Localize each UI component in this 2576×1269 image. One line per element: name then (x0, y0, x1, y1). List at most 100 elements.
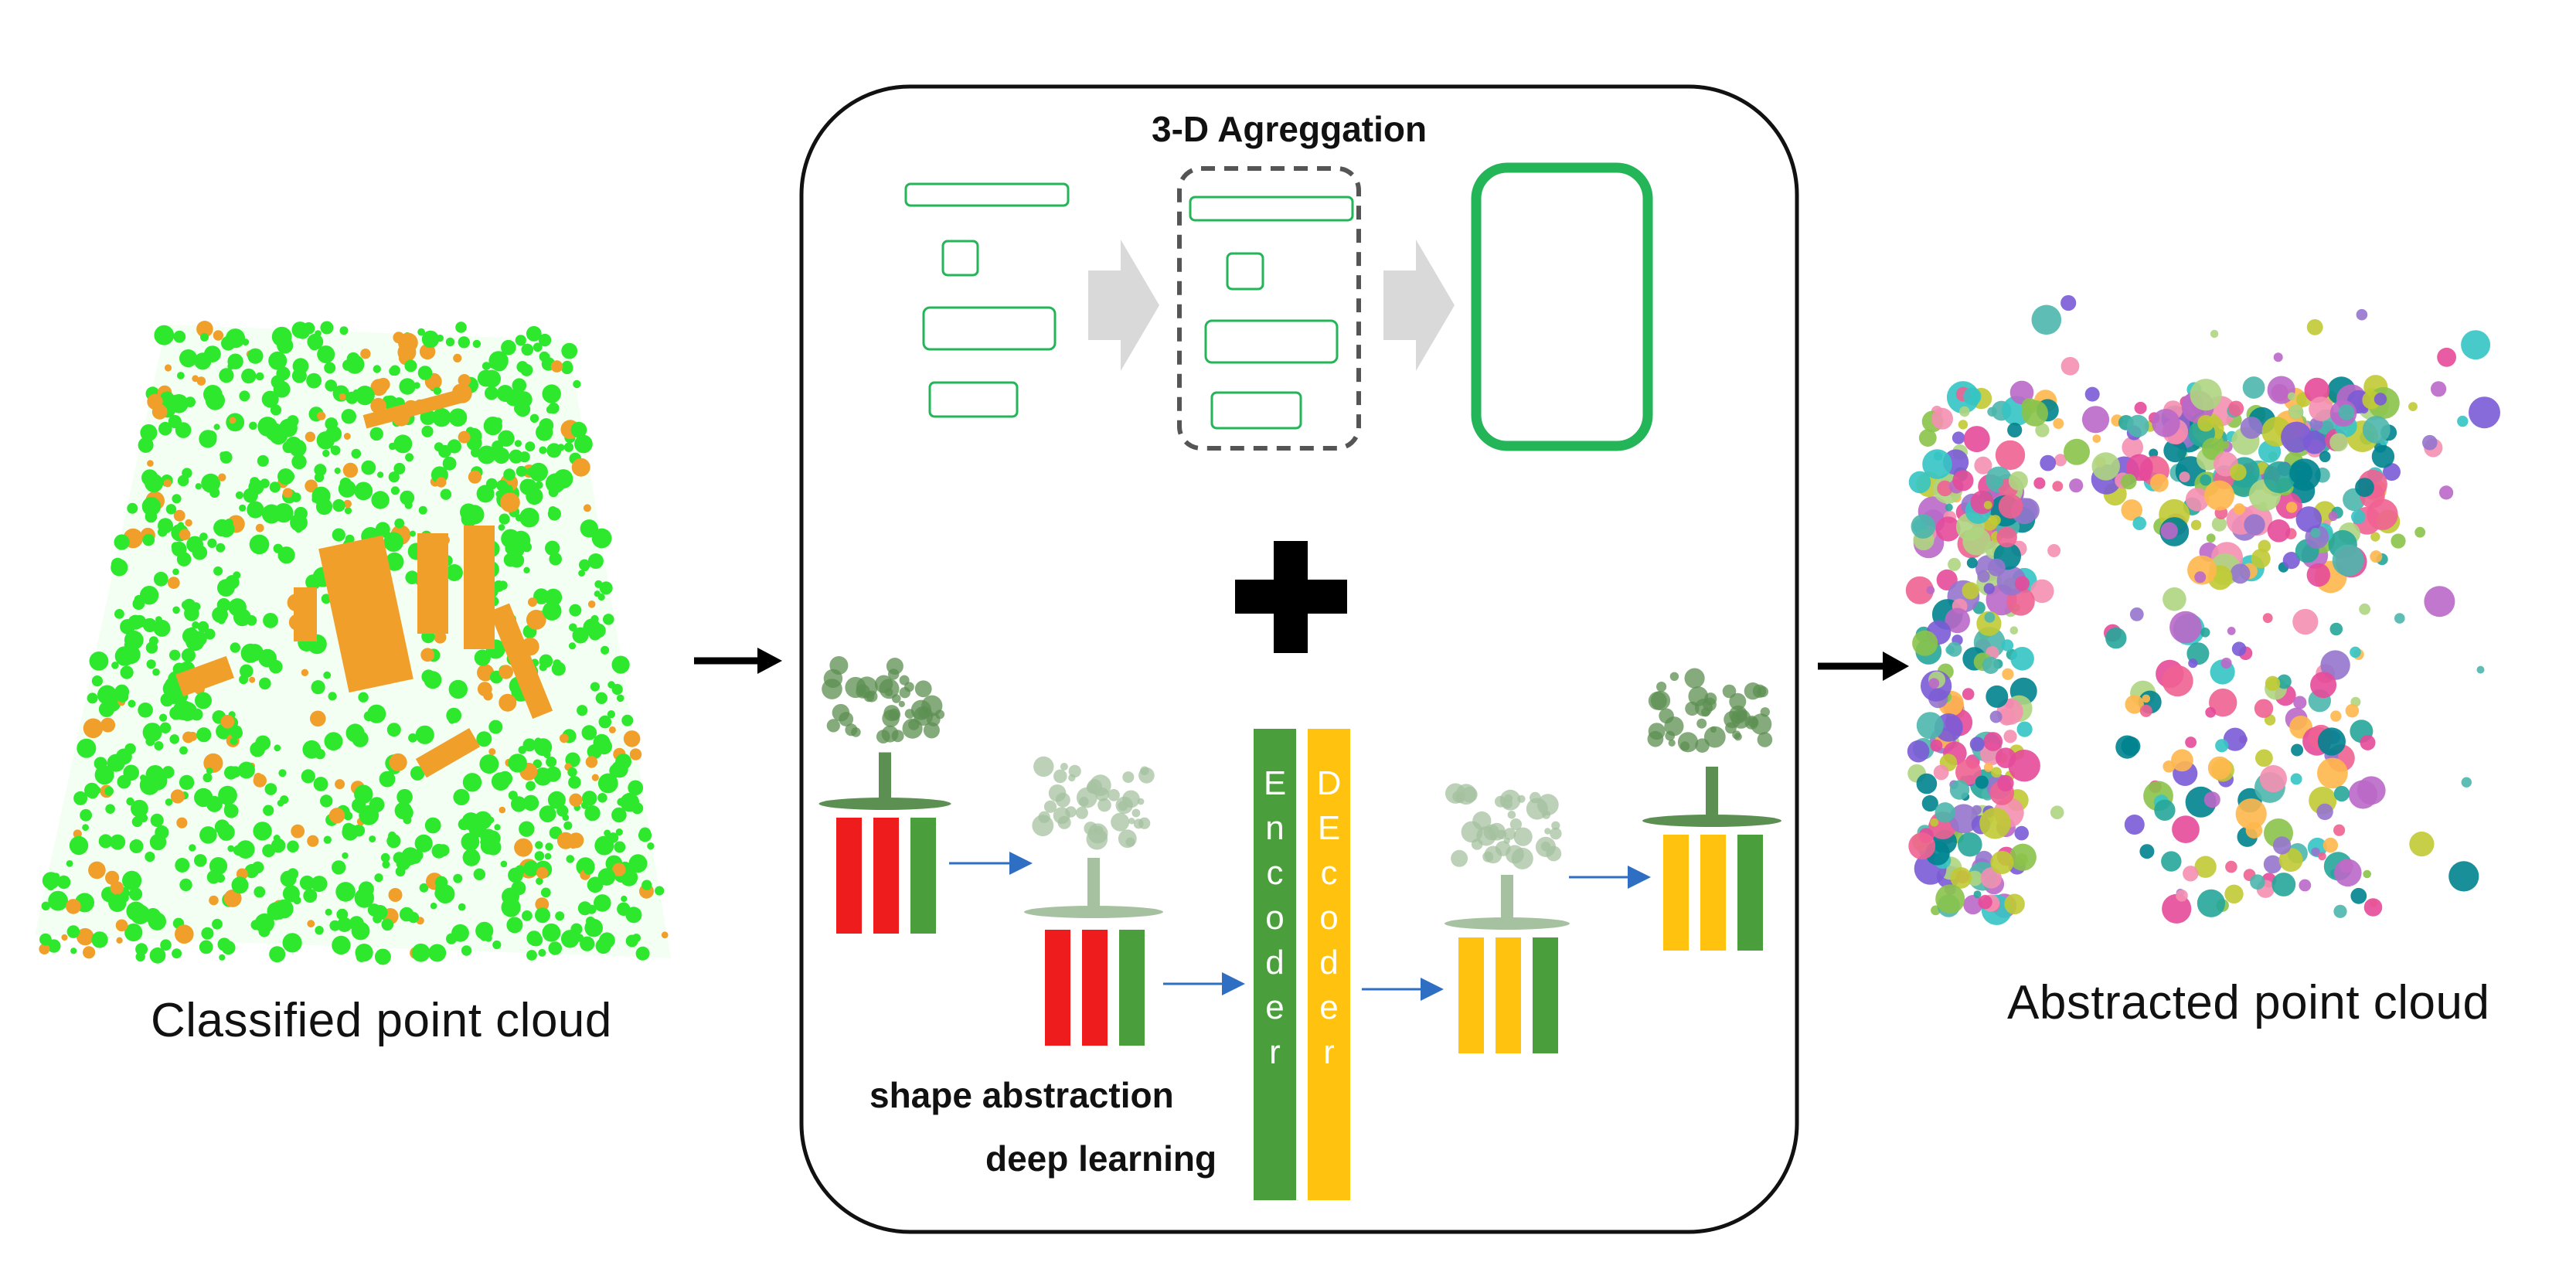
abstracted-point (2235, 798, 2267, 830)
cloud-point (559, 733, 569, 743)
abstracted-point (1947, 641, 1962, 657)
cloud-point (525, 441, 536, 452)
cloud-point (398, 332, 418, 353)
abstracted-point (1962, 582, 1979, 600)
cloud-point (539, 805, 556, 823)
cloud-point (111, 557, 124, 571)
tree-foliage (1482, 851, 1494, 862)
abstracted-point (2185, 487, 2210, 512)
cloud-point (410, 766, 425, 781)
cloud-point (339, 326, 349, 335)
abstracted-point (2356, 308, 2368, 321)
cloud-point (165, 686, 184, 704)
abstracted-point (2185, 737, 2197, 748)
cloud-point (522, 738, 536, 752)
cloud-point (69, 835, 89, 856)
cloud-point (154, 325, 175, 345)
cloud-point (374, 948, 391, 965)
cloud-point (246, 644, 264, 662)
tree-foliage (1455, 793, 1465, 804)
tree-ground (1445, 917, 1570, 930)
tree-foliage (1536, 794, 1559, 816)
tree-foliage (1504, 794, 1513, 803)
abstracted-point (2448, 861, 2479, 892)
cloud-point (635, 946, 650, 961)
tree-foliage (892, 694, 901, 703)
abstracted-point (1908, 471, 1931, 494)
cloud-point (386, 723, 401, 737)
abstracted-point (2254, 699, 2274, 718)
cloud-point (224, 766, 238, 780)
abstracted-point (2255, 749, 2273, 767)
cloud-point (105, 870, 120, 885)
abstracted-point (2328, 511, 2338, 522)
cloud-point (358, 692, 369, 703)
abstracted-point (1935, 884, 1965, 914)
input-box (904, 182, 1070, 207)
cloud-point (403, 815, 412, 825)
cloud-point (294, 525, 303, 533)
cloud-point (611, 655, 630, 674)
abstracted-point (2371, 445, 2395, 468)
cloud-point (563, 821, 573, 830)
tree-foliage (1688, 686, 1709, 706)
tree-ground (818, 798, 951, 810)
cloud-point (218, 473, 226, 481)
abstracted-point (2310, 672, 2337, 699)
cloud-point (417, 366, 433, 380)
cloud-point (273, 543, 283, 553)
cloud-point (543, 353, 550, 360)
aggregation-section (904, 162, 1653, 451)
cloud-point (249, 676, 256, 683)
cloud-point (408, 733, 417, 743)
abstracted-point (1996, 526, 2017, 548)
cloud-point (471, 447, 481, 458)
cloud-point (205, 390, 225, 410)
building-block (415, 728, 481, 778)
abstracted-point (2220, 658, 2232, 669)
cloud-point (179, 774, 195, 791)
cloud-point (420, 648, 435, 662)
cloud-point (259, 677, 271, 690)
tree-foliage (1138, 767, 1155, 784)
tree-foliage (898, 700, 905, 708)
cloud-point (239, 675, 249, 685)
cloud-point (434, 876, 448, 890)
cloud-point (496, 480, 508, 492)
abstracted-point (2281, 421, 2312, 453)
tree-foliage (1499, 789, 1521, 811)
abstracted-point (1995, 440, 2026, 471)
building-block (464, 526, 495, 649)
cloud-point (523, 860, 539, 877)
cloud-point (128, 887, 143, 901)
abstracted-point (2179, 471, 2190, 483)
input-box (928, 381, 1019, 418)
cloud-point (539, 446, 547, 454)
abstracted-point (2273, 352, 2283, 362)
cloud-point (218, 520, 235, 538)
classified-cloud-points (39, 321, 669, 965)
cloud-point (282, 885, 300, 903)
tree-foliage (845, 676, 866, 699)
cloud-point (445, 337, 455, 347)
cloud-point (515, 335, 526, 346)
cloud-point (440, 488, 452, 500)
cloud-point (569, 623, 577, 632)
abstracted-point (2060, 294, 2077, 311)
cloud-point (405, 453, 414, 462)
cloud-point (197, 621, 209, 633)
abstracted-point (2183, 866, 2199, 882)
abstracted-point (2197, 414, 2214, 432)
abstracted-point (2200, 628, 2210, 638)
abstracted-point (2121, 737, 2141, 756)
cloud-point (360, 349, 371, 359)
abstracted-point (1974, 456, 1992, 475)
cloud-point (159, 722, 172, 733)
cloud-point (498, 430, 515, 447)
abstracted-point (2040, 454, 2057, 471)
tree-foliage (884, 688, 893, 696)
cloud-point (546, 756, 557, 767)
cloud-point (530, 934, 543, 947)
abstracted-point (2084, 386, 2100, 402)
cloud-point (511, 796, 527, 812)
